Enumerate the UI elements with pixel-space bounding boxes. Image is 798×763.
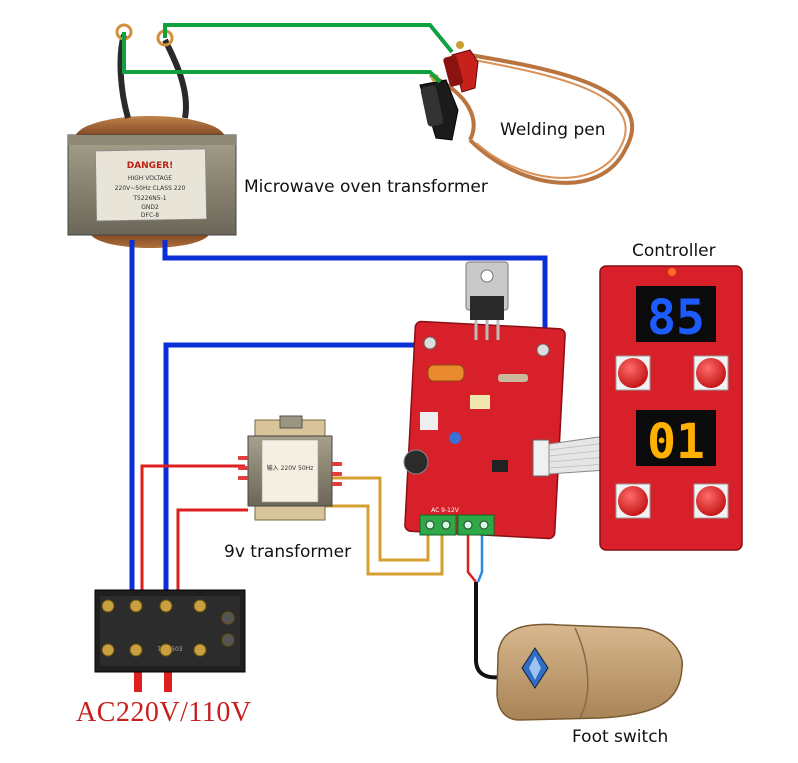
up-button-bottom-left <box>618 486 648 516</box>
mot-plate-line4: GND2 <box>141 204 159 211</box>
transformer-9v: 输入 220V 50Hz <box>238 415 342 521</box>
label-9v-transformer: 9v transformer <box>224 542 352 562</box>
controller-panel <box>599 265 743 551</box>
foot-switch <box>496 623 683 721</box>
controller-buttons <box>615 355 729 519</box>
label-foot-switch: Foot switch <box>572 727 669 747</box>
green-wires <box>122 23 454 84</box>
label-controller: Controller <box>632 241 716 261</box>
blue-wires <box>129 240 548 612</box>
top-display: 85 <box>647 290 705 346</box>
orange-wires <box>318 476 444 576</box>
up-button-top-left <box>618 358 648 388</box>
top-display-value: 85 <box>647 290 705 346</box>
bottom-display-value: 01 <box>647 414 705 470</box>
label-microwave-oven-transformer: Microwave oven transformer <box>244 177 488 197</box>
bottom-display: 01 <box>647 414 705 470</box>
welding-pen <box>419 41 634 185</box>
mot-plate-line2: 220V~50Hz CLASS 220 <box>115 185 186 192</box>
board-input-label: AC 9-12V <box>431 507 460 514</box>
down-button-bottom-right <box>696 486 726 516</box>
transformer-9v-text: 输入 220V 50Hz <box>267 464 314 472</box>
mot-plate-line3: T5226N5-1 <box>132 195 166 202</box>
microwave-oven-transformer: DANGER! HIGH VOLTAGE 220V~50Hz CLASS 220… <box>67 23 237 248</box>
mot-plate-line5: DFC-8 <box>141 212 159 219</box>
terminal-screws <box>101 599 235 657</box>
label-ac-input: AC220V/110V <box>76 697 252 728</box>
label-welding-pen: Welding pen <box>500 120 606 140</box>
mot-plate-line1: HIGH VOLTAGE <box>128 175 172 182</box>
controller-board: AC 9-12V <box>403 261 566 540</box>
down-button-top-right <box>696 358 726 388</box>
mot-warning-text: DANGER! <box>127 161 174 171</box>
